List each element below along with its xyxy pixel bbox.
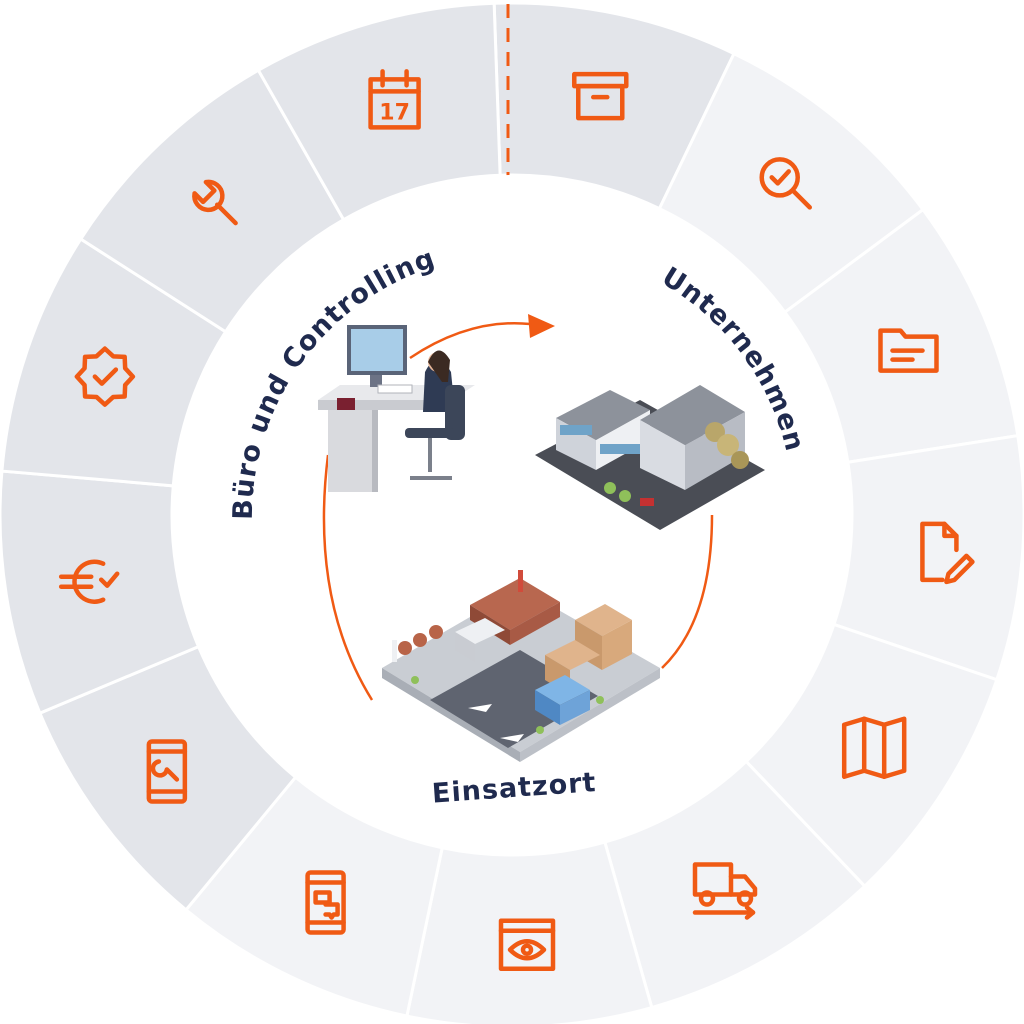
inner-disc <box>172 175 852 855</box>
browser-eye-icon <box>498 918 556 971</box>
cycle-arrow-site-to-office <box>322 454 374 701</box>
map-icon <box>841 716 907 780</box>
office-illustration <box>318 325 475 492</box>
site-city-illustration <box>382 570 660 762</box>
delivery-truck-icon <box>692 862 758 920</box>
calendar-day-number: 17 <box>379 100 410 125</box>
archive-box-icon <box>572 71 629 121</box>
euro-check-icon <box>58 559 120 604</box>
folder-icon <box>878 328 939 373</box>
mobile-chat-icon <box>305 870 346 935</box>
arrow-head <box>528 314 555 338</box>
mobile-wrench-icon <box>146 739 188 804</box>
company-building-illustration <box>535 385 765 530</box>
badge-check-icon <box>74 346 136 407</box>
wrench-icon <box>192 179 238 226</box>
cycle-arrow-office-to-company <box>409 322 531 360</box>
document-edit-icon <box>920 521 975 585</box>
cycle-arrow-company-to-site <box>661 514 714 669</box>
calendar-icon: 17 <box>368 69 421 130</box>
search-check-icon <box>759 157 812 210</box>
ring-icons: 17 <box>58 69 975 971</box>
